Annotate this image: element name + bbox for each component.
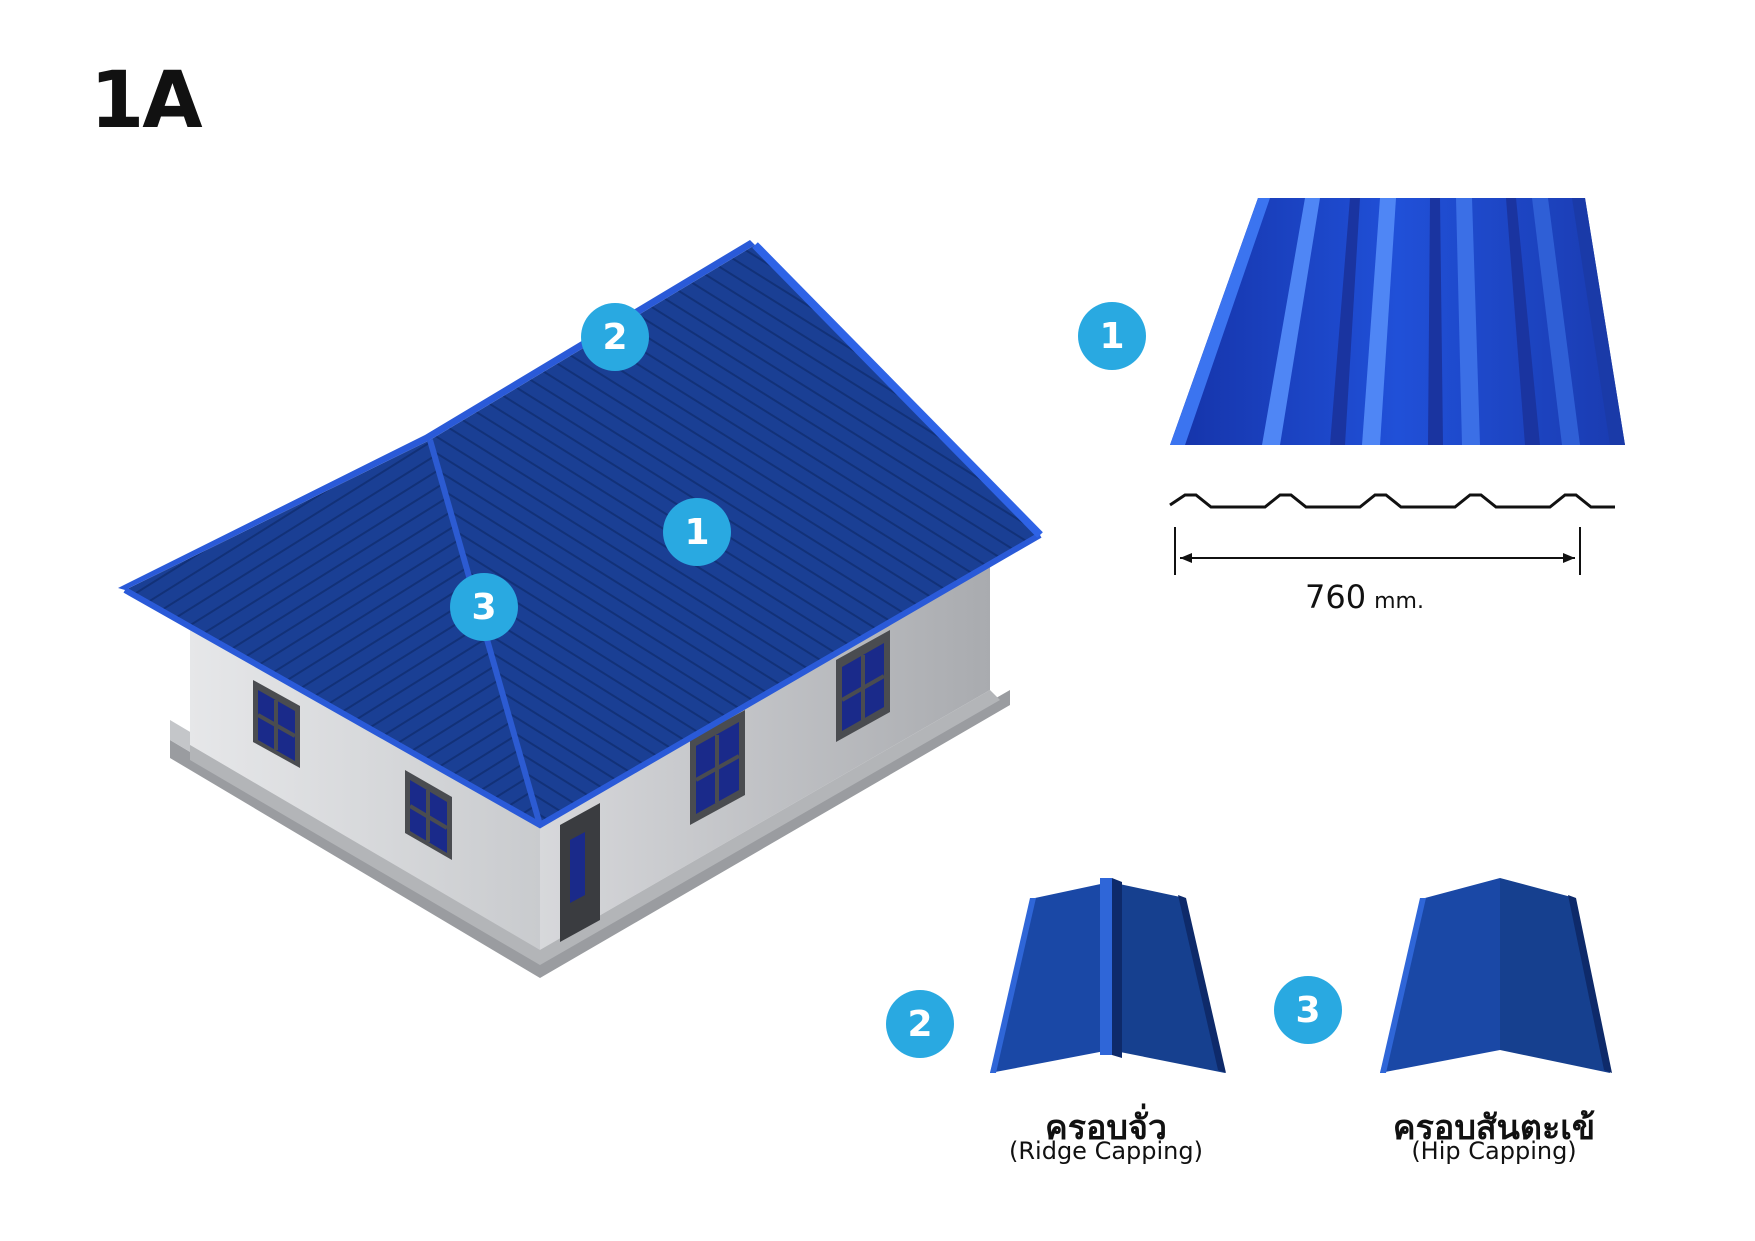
ridge-cap-illustration — [990, 878, 1226, 1073]
house-door — [560, 803, 600, 942]
window-right-2 — [836, 630, 890, 742]
ridge-capping-english: (Ridge Capping) — [1009, 1137, 1203, 1165]
badge-ridge-cap: 2 — [886, 990, 954, 1058]
roof-main-face — [430, 245, 1040, 825]
roof-hip-face — [125, 440, 540, 825]
badge-house-roof: 1 — [663, 498, 731, 566]
sheet-profile-line — [1169, 493, 1615, 509]
page-title: 1A — [90, 56, 203, 146]
sheet-width-value: 760 — [1305, 578, 1367, 616]
hip-cap-illustration — [1380, 878, 1612, 1073]
badge-hip-cap: 3 — [1274, 976, 1342, 1044]
hip-capping-thai: ครอบสันตะเข้ — [1392, 1108, 1596, 1148]
sheet-width-unit: mm. — [1374, 589, 1424, 614]
roof-eave-edge — [123, 532, 1042, 829]
badge-sheet: 1 — [1078, 302, 1146, 370]
window-left-1 — [253, 680, 300, 768]
house-illustration — [118, 240, 1043, 978]
roof-sheet-illustration — [1169, 198, 1625, 575]
sheet-width-label: 760 mm. — [1305, 578, 1424, 616]
ridge-capping-thai: ครอบจั่ว — [1044, 1108, 1168, 1148]
window-left-2 — [405, 770, 452, 860]
house-wall-left — [190, 600, 540, 950]
badge-house-ridge: 2 — [581, 303, 649, 371]
badge-house-hip: 3 — [450, 573, 518, 641]
roof-gable-edge — [752, 242, 1043, 538]
window-right-1 — [690, 710, 745, 825]
hip-capping-english: (Hip Capping) — [1411, 1137, 1577, 1165]
